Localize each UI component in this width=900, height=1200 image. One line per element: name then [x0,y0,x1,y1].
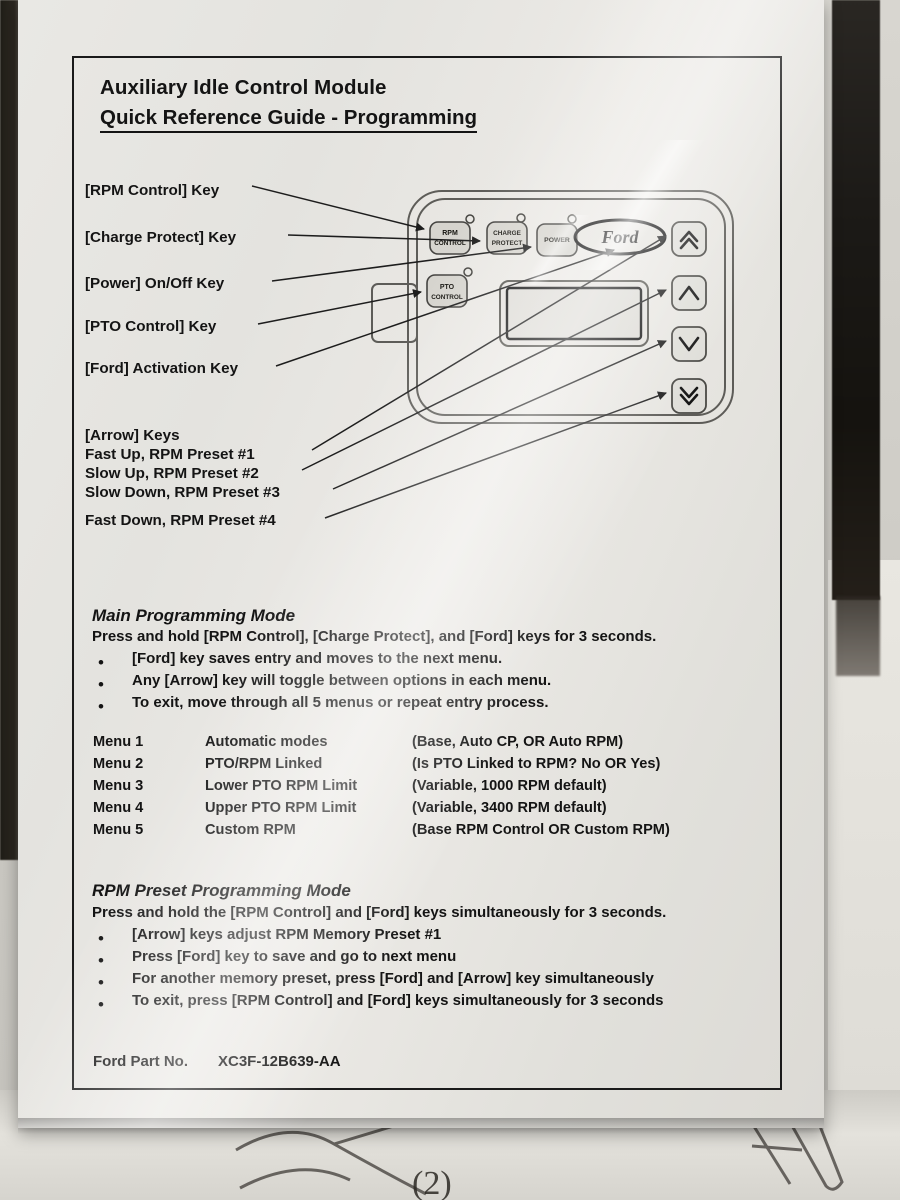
menu-cell-opts: (Is PTO Linked to RPM? No OR Yes) [412,756,661,772]
menu-cell-name: Upper PTO RPM Limit [205,800,357,816]
background-page-marking: (2) [412,1165,452,1200]
preset-mode-intro: Press and hold the [RPM Control] and [Fo… [92,904,667,921]
main-mode-heading: Main Programming Mode [92,606,296,625]
menu-cell-id: Menu 5 [93,822,144,838]
preset-mode-bullet-4: To exit, press [RPM Control] and [Ford] … [132,992,664,1009]
part-number-value: XC3F-12B639-AA [218,1053,341,1070]
preset-mode-bullet-marker-2: • [98,951,104,970]
main-mode-bullet-marker-1: • [98,653,104,672]
part-number-label: Ford Part No. [93,1053,189,1070]
menu-cell-opts: (Variable, 3400 RPM default) [412,800,607,816]
main-mode-bullet-2: Any [Arrow] key will toggle between opti… [132,672,552,689]
main-mode-bullet-marker-3: • [98,697,104,716]
preset-mode-bullet-1: [Arrow] keys adjust RPM Memory Preset #1 [132,926,442,943]
menu-cell-name: Custom RPM [205,822,296,838]
callout-label-pto-control: [PTO Control] Key [85,318,217,335]
background-dark-strip-right-lower [836,596,880,676]
main-mode-bullet-3: To exit, move through all 5 menus or rep… [132,694,549,711]
callout-label-rpm-control: [RPM Control] Key [85,182,220,199]
arrow-legend-line-4: Fast Down, RPM Preset #4 [85,512,276,529]
arrow-legend-line-3: Slow Down, RPM Preset #3 [85,484,280,501]
menu-cell-name: Automatic modes [205,734,328,750]
preset-mode-bullet-2: Press [Ford] key to save and go to next … [132,948,457,965]
preset-mode-bullet-3: For another memory preset, press [Ford] … [132,970,654,987]
main-mode-bullet-marker-2: • [98,675,104,694]
arrow-legend-heading: [Arrow] Keys [85,427,180,444]
page-title-line2-text: Quick Reference Guide - Programming [100,106,478,133]
menu-cell-opts: (Base RPM Control OR Custom RPM) [412,822,670,838]
preset-mode-bullet-marker-1: • [98,929,104,948]
arrow-legend-line-1: Fast Up, RPM Preset #1 [85,446,255,463]
arrow-legend-line-2: Slow Up, RPM Preset #2 [85,465,259,482]
printed-border-frame [72,56,782,1090]
menu-cell-opts: (Variable, 1000 RPM default) [412,778,607,794]
preset-mode-bullet-marker-3: • [98,973,104,992]
callout-label-charge-protect: [Charge Protect] Key [85,229,237,246]
background-dark-strip-right [832,0,880,600]
menu-cell-id: Menu 4 [93,800,144,816]
menu-cell-id: Menu 2 [93,756,144,772]
page-title-line2: Quick Reference Guide - Programming [100,106,478,133]
sheet-shadow [18,1118,824,1134]
preset-mode-heading: RPM Preset Programming Mode [92,881,351,900]
menu-cell-name: PTO/RPM Linked [205,756,323,772]
main-mode-bullet-1: [Ford] key saves entry and moves to the … [132,650,503,667]
preset-mode-bullet-marker-4: • [98,995,104,1014]
main-mode-intro: Press and hold [RPM Control], [Charge Pr… [92,628,657,645]
menu-cell-name: Lower PTO RPM Limit [205,778,358,794]
menu-cell-opts: (Base, Auto CP, OR Auto RPM) [412,734,624,750]
callout-label-power: [Power] On/Off Key [85,275,225,292]
menu-cell-id: Menu 1 [93,734,144,750]
menu-cell-id: Menu 3 [93,778,144,794]
callout-label-ford-activation: [Ford] Activation Key [85,360,239,377]
page-title-line1: Auxiliary Idle Control Module [100,76,387,99]
